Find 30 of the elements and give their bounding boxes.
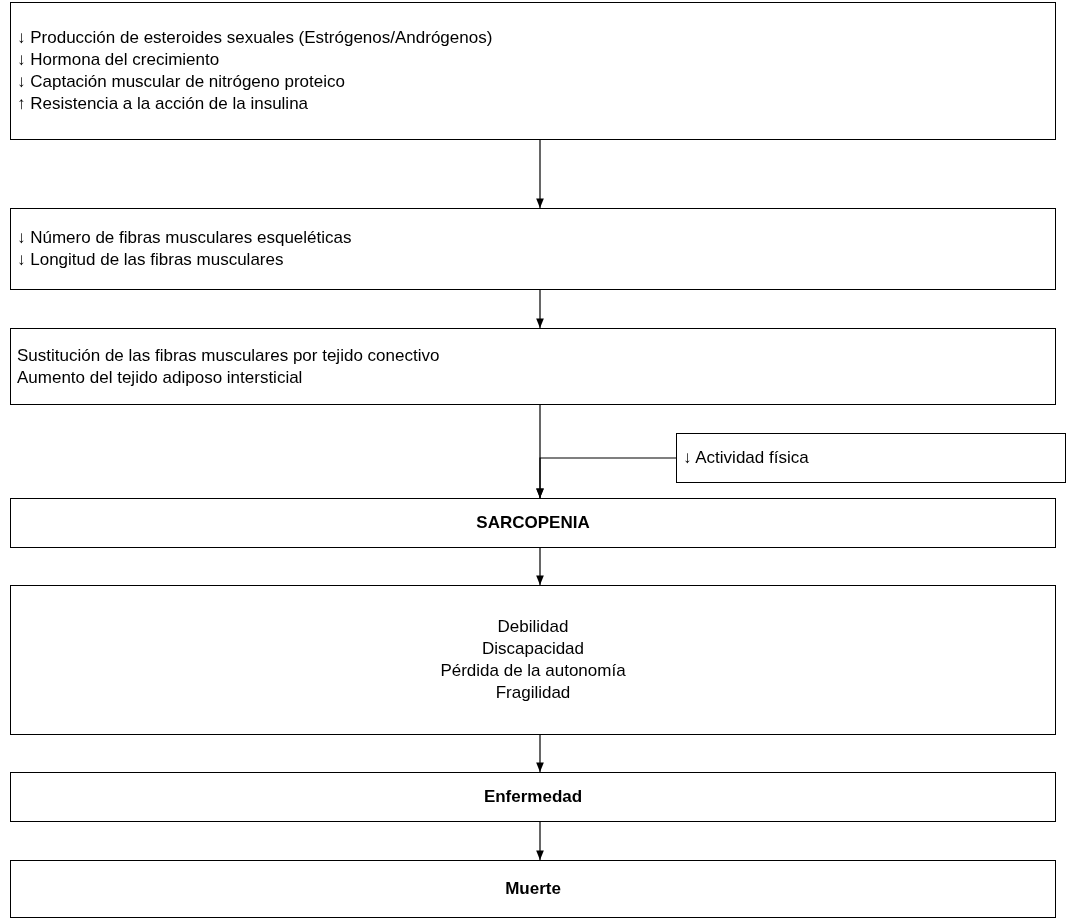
process-box: [10, 328, 1056, 405]
process-box: [10, 860, 1056, 918]
box-text: Aumento del tejido adiposo intersticial: [17, 366, 303, 389]
box-text: ↓ Captación muscular de nitrógeno proteico: [17, 71, 345, 93]
arrow: [536, 547, 544, 586]
box-text: ↓ Producción de esteroides sexuales (Estrógenos/Andrógenos): [17, 27, 493, 49]
box-text: Muerte: [505, 878, 561, 900]
process-box: [10, 498, 1056, 548]
process-box: [676, 433, 1066, 483]
box-text: Sustitución de las fibras musculares por tejido conectivo: [17, 344, 440, 367]
process-box: [10, 2, 1056, 140]
arrow: [536, 289, 544, 329]
box-text: ↑ Resistencia a la acción de la insulina: [17, 93, 309, 115]
box-text: SARCOPENIA: [476, 512, 590, 534]
box-text: ↓ Longitud de las fibras musculares: [17, 249, 284, 271]
arrow: [536, 821, 544, 861]
arrow: [536, 139, 544, 209]
process-box: [10, 585, 1056, 735]
box-text: Pérdida de la autonomía: [440, 660, 626, 682]
box-text: Discapacidad: [481, 638, 585, 660]
box-text: Debilidad: [497, 616, 569, 638]
arrow: [536, 457, 677, 499]
box-text: ↓ Número de fibras musculares esqueléticas: [17, 227, 352, 249]
process-box: [10, 208, 1056, 290]
box-text: Enfermedad: [483, 786, 583, 808]
arrow: [536, 734, 544, 773]
box-text: ↓ Actividad física: [683, 447, 809, 469]
process-box: [10, 772, 1056, 822]
box-text: ↓ Hormona del crecimiento: [17, 49, 220, 71]
box-text: Fragilidad: [495, 682, 571, 704]
